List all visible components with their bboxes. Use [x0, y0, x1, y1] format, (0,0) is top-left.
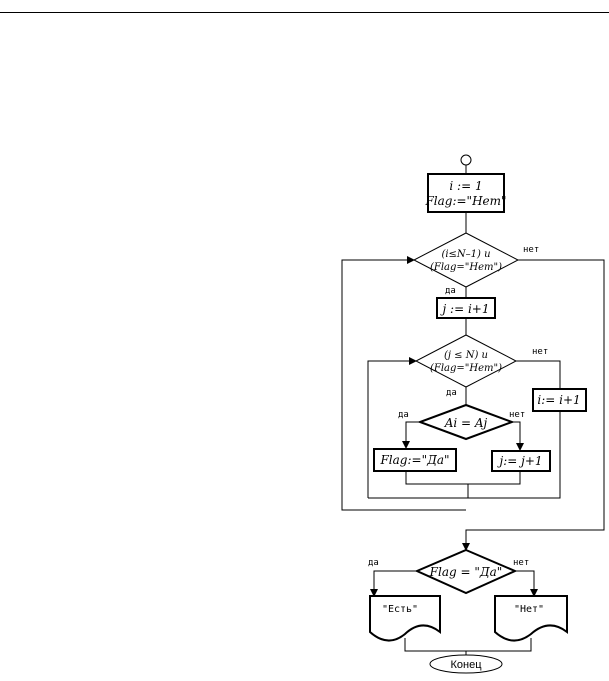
no-label: нет: [513, 558, 529, 568]
no-label: нет: [523, 245, 539, 255]
init-flag-text: Flag:="Нет": [424, 194, 506, 208]
compare-no-branch: [512, 421, 524, 451]
end-text: Конец: [450, 659, 482, 671]
decision-inner-loop: [414, 334, 518, 388]
flag-no-branch: [515, 570, 538, 597]
cond3-text: Flag = "Да": [429, 565, 503, 579]
yes-label: да: [398, 410, 409, 420]
inc-j-text: j:= j+1: [496, 454, 542, 468]
outer-loop-return: [341, 256, 466, 511]
cond1-line1: (i≤N–1) и: [441, 249, 490, 260]
inc-i-text: i:= i+1: [537, 393, 580, 407]
output-no-document: [494, 595, 568, 642]
out-no-text: "Нет": [514, 604, 544, 615]
flow-line: [368, 411, 561, 499]
start-connector: [460, 154, 472, 166]
no-label: нет: [509, 410, 525, 420]
page-header-rule: [0, 12, 609, 13]
inner-loop-exit: [516, 360, 561, 389]
outer-loop-exit: [462, 259, 605, 551]
compare-yes-branch: [402, 421, 420, 449]
inner-loop-return: [367, 357, 417, 498]
cond2-line2: (Flag="Нет"): [430, 363, 502, 374]
flag-yes-text: Flag:="Да": [379, 453, 449, 467]
inc-j-block: [491, 450, 551, 472]
flag-yes-branch: [370, 570, 417, 597]
assign-j-text: j := i+1: [440, 302, 490, 316]
out-yes-text: "Есть": [382, 604, 418, 615]
decision-outer-loop: [412, 232, 520, 288]
decision-compare: [417, 403, 515, 441]
decision-flag-check: [414, 548, 518, 595]
end-terminal: [429, 654, 503, 674]
no-label: нет: [532, 347, 548, 357]
yes-label: да: [445, 286, 456, 296]
output-merge-line: [404, 638, 532, 652]
set-flag-block: [373, 448, 457, 472]
yes-label: да: [446, 388, 457, 398]
cond1-line2: (Flag="Нет"): [430, 262, 502, 273]
output-yes-document: [369, 595, 441, 642]
compare-text: Ai = Aj: [444, 416, 488, 430]
merge-line: [405, 471, 521, 485]
init-i-text: i := 1: [449, 179, 482, 193]
cond2-line1: (j ≤ N) и: [444, 350, 488, 361]
yes-label: да: [368, 558, 379, 568]
